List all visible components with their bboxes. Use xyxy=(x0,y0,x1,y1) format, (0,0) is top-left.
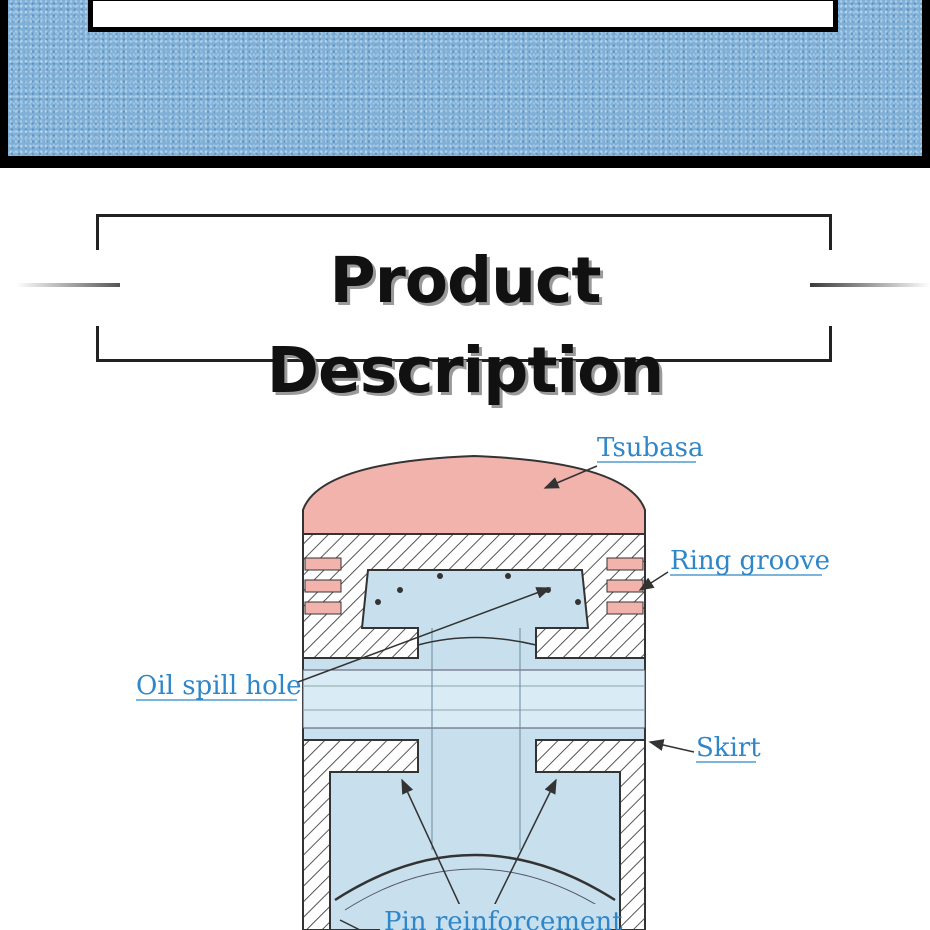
piston-cross-section: Tsubasa Ring groove Oil spill hole Skirt… xyxy=(136,433,830,930)
title-divider-left xyxy=(16,283,156,287)
title-frame-top xyxy=(96,214,832,250)
piston-diagram: Tsubasa Ring groove Oil spill hole Skirt… xyxy=(0,380,930,930)
banner-left-border xyxy=(0,0,8,168)
piston-inner-cavity xyxy=(302,569,646,930)
label-skirt: Skirt xyxy=(696,733,761,763)
label-oil-spill-hole: Oil spill hole xyxy=(136,671,302,701)
ring-grooves xyxy=(304,557,644,615)
banner-white-card xyxy=(88,0,838,32)
banner-right-border xyxy=(922,0,930,168)
piston-crown xyxy=(302,454,646,535)
label-pin-reinforcement: Pin reinforcement xyxy=(384,907,623,930)
label-crown: Tsubasa xyxy=(597,433,704,463)
label-ring-groove: Ring groove xyxy=(670,546,830,576)
skirt-inner-arc xyxy=(334,853,616,902)
title-frame-bottom xyxy=(96,326,832,362)
title-divider-right xyxy=(790,283,930,287)
pin-bore xyxy=(302,669,646,729)
section-title: Product Description xyxy=(120,236,810,407)
